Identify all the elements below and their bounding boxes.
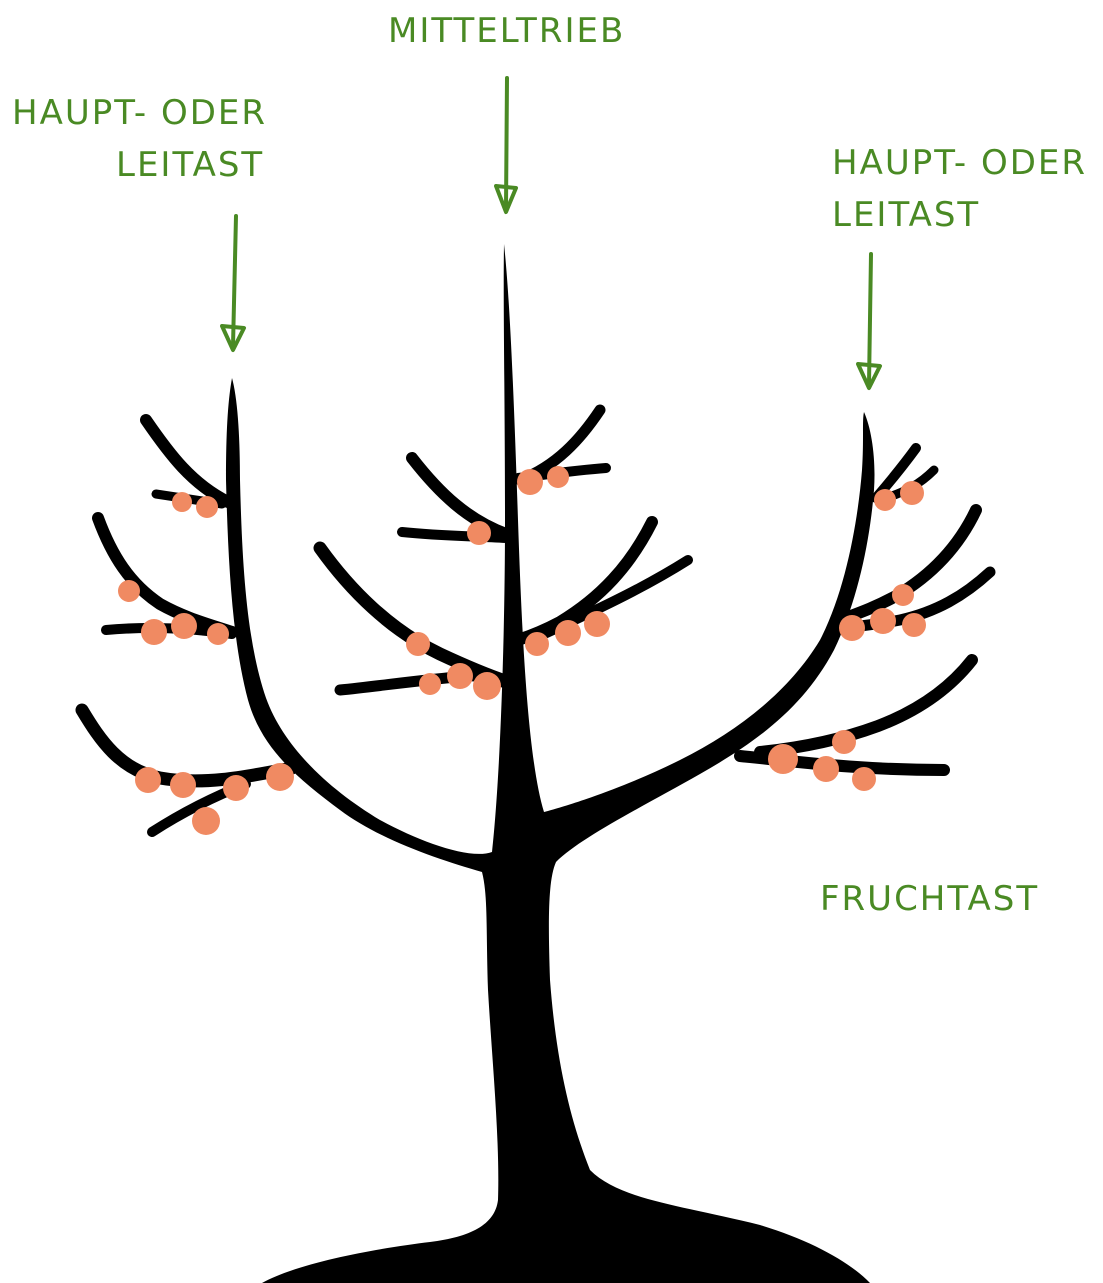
label-right-leitast-line1: HAUPT- ODER: [832, 143, 1087, 183]
fruit: [447, 663, 473, 689]
fruit: [555, 620, 581, 646]
fruit: [547, 466, 569, 488]
fruit: [892, 584, 914, 606]
label-fruchtast: FRUCHTAST: [820, 879, 1040, 919]
fruit: [419, 673, 441, 695]
fruit: [207, 623, 229, 645]
fruit: [768, 744, 798, 774]
fruit: [832, 730, 856, 754]
label-mitteltrieb: MITTELTRIEB: [388, 11, 626, 51]
tree-trunk: [226, 244, 875, 1283]
fruit: [900, 481, 924, 505]
fruit: [813, 756, 839, 782]
label-left-leitast-line1: HAUPT- ODER: [12, 93, 267, 133]
arrow-left-leitast: [220, 214, 246, 352]
arrow-mitteltrieb: [494, 76, 518, 214]
fruit: [839, 615, 865, 641]
fruit: [852, 767, 876, 791]
fruit: [266, 763, 294, 791]
fruits: [118, 466, 926, 835]
fruit: [223, 775, 249, 801]
fruit: [171, 613, 197, 639]
fruit: [517, 469, 543, 495]
fruit: [525, 632, 549, 656]
down-arrow-icon: [231, 214, 238, 348]
fruit: [135, 767, 161, 793]
fruit: [467, 521, 491, 545]
fruit: [118, 580, 140, 602]
fruit: [406, 632, 430, 656]
fruit: [584, 611, 610, 637]
fruit: [172, 492, 192, 512]
down-arrow-icon: [867, 252, 873, 386]
fruit: [141, 619, 167, 645]
fruit: [196, 496, 218, 518]
label-left-leitast-line2: LEITAST: [116, 145, 265, 185]
fruit: [874, 489, 896, 511]
fruit: [870, 608, 896, 634]
arrow-right-leitast: [856, 252, 882, 390]
fruit: [473, 672, 501, 700]
fruit: [192, 807, 220, 835]
label-right-leitast-line2: LEITAST: [832, 195, 981, 235]
fruit: [170, 772, 196, 798]
fruit: [902, 613, 926, 637]
